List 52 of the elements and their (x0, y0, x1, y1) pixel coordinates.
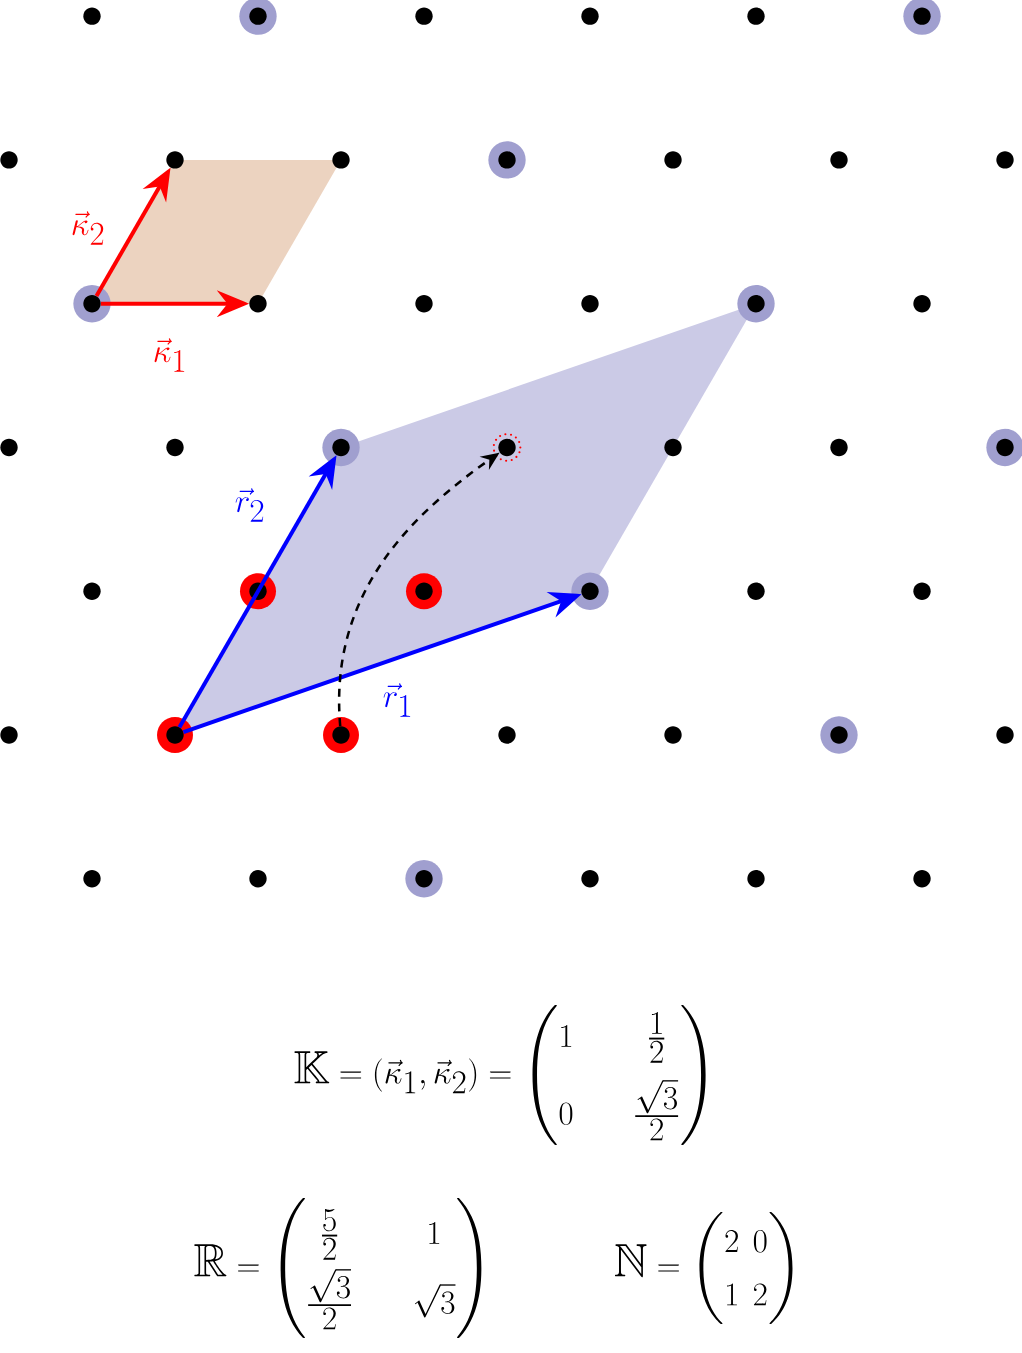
lattice-point (664, 151, 682, 169)
matrix-formula: $\mathbb{K} = (\vec{\kappa}_1, \vec{\kappa}_2) = \begin{pmatrix} 1 & \quad\frac{1}{2} \\[12pt] 0 & \quad\frac{\sqrt{3}}{2} \end{pmatrix}$ (294, 1005, 706, 1145)
lattice-point (747, 7, 765, 25)
lattice-point (249, 582, 267, 600)
lattice-point (996, 726, 1014, 744)
lattice-point (664, 726, 682, 744)
lattice-point (913, 870, 931, 888)
lattice-point (664, 438, 682, 457)
lattice-point (498, 726, 516, 744)
lattice-point (332, 438, 350, 457)
lattice-point (581, 7, 599, 25)
lattice-point (581, 582, 599, 600)
lattice-point (166, 151, 184, 169)
lattice-point (747, 582, 765, 600)
vector-label: $\vec{\kappa}_1$ (154, 338, 185, 372)
lattice-point (996, 438, 1014, 457)
lattice-point (83, 582, 101, 600)
lattice-point (498, 151, 516, 169)
lattice-point (830, 151, 848, 169)
vector-label: $\vec{r}_2$ (235, 488, 264, 522)
lattice-point (166, 726, 184, 744)
lattice-point (83, 870, 101, 888)
lattice-point (166, 438, 184, 457)
lattice-point (0, 438, 18, 457)
lattice-point (249, 7, 267, 25)
lattice-point (83, 295, 101, 313)
lattice-point (415, 7, 433, 25)
lattice-point (415, 870, 433, 888)
lattice-point (249, 295, 267, 313)
lattice-point (996, 151, 1014, 169)
lattice-point (415, 582, 433, 600)
matrix-formula: $\mathbb{R} = \begin{pmatrix} \frac{5}{2} & \quad 1 \\[6pt] \frac{\sqrt{3}}{2} & \quad\sqrt{3} \end{pmatrix}$ (194, 1198, 482, 1338)
lattice-point (830, 438, 848, 457)
lattice-point (0, 726, 18, 744)
vector-label: $\vec{\kappa}_2$ (72, 211, 104, 245)
lattice-point (249, 870, 267, 888)
lattice-point (913, 7, 931, 25)
lattice-point (83, 7, 101, 25)
lattice-point (415, 295, 433, 313)
lattice-point (0, 151, 18, 169)
matrix-formula: $\mathbb{N} = \begin{pmatrix} 2 & 0 \\ 1 & 2 \end{pmatrix}$ (614, 1212, 793, 1324)
lattice-point (332, 151, 350, 169)
vector-label: $\vec{r}_1$ (383, 683, 411, 717)
lattice-point (332, 726, 350, 744)
lattice-point (747, 295, 765, 313)
lattice-point (581, 295, 599, 313)
lattice-point (747, 870, 765, 888)
lattice-point (913, 582, 931, 600)
lattice-point (498, 438, 516, 457)
lattice-point (913, 295, 931, 313)
lattice-point (830, 726, 848, 744)
lattice-point (581, 870, 599, 888)
